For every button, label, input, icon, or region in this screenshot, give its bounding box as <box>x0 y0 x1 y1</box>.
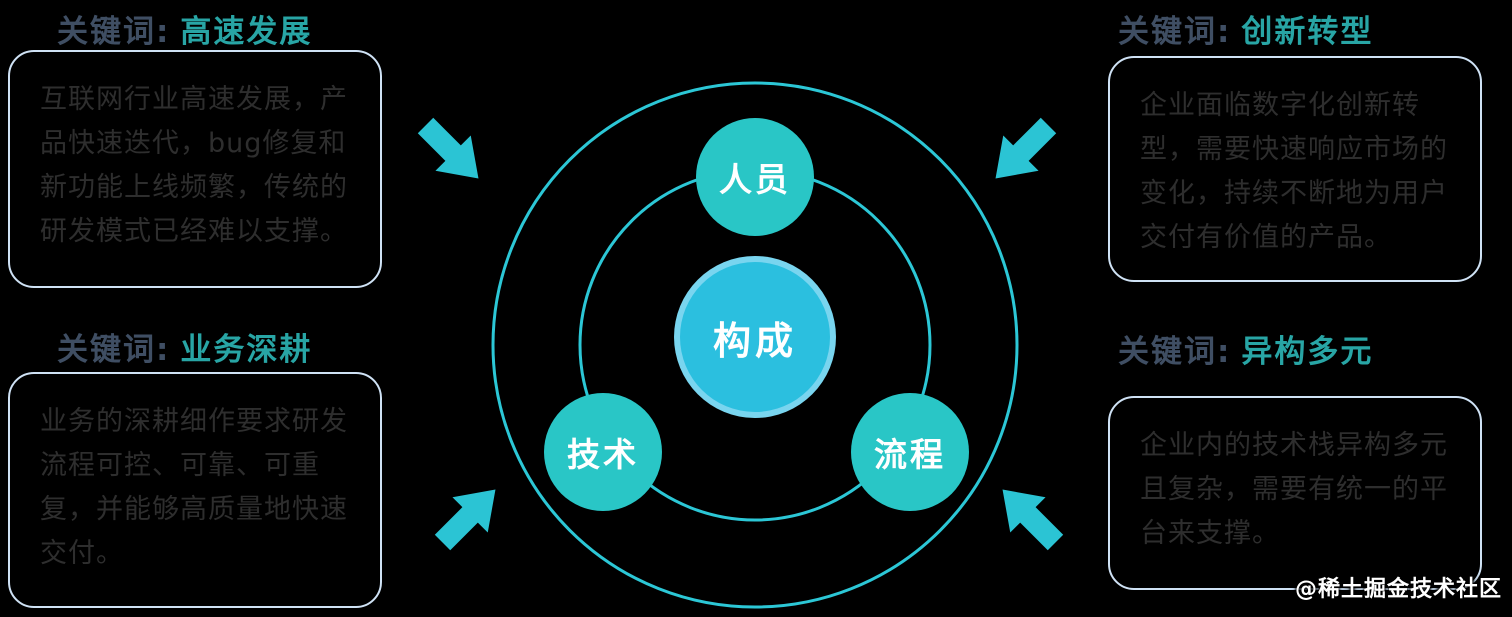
node-center: 构成 <box>674 256 836 418</box>
info-box-top-right: 企业面临数字化创新转型，需要快速响应市场的变化，持续不断地为用户交付有价值的产品… <box>1108 56 1482 282</box>
keyword-prefix: 关键词: <box>1118 14 1232 50</box>
arrow-bottom-left-icon <box>414 461 524 571</box>
node-technology: 技术 <box>544 393 662 511</box>
info-box-bottom-right: 企业内的技术栈异构多元且复杂，需要有统一的平台来支撑。 <box>1108 396 1482 590</box>
box-title-bottom-left: 关键词:业务深耕 <box>57 324 312 369</box>
info-box-body: 业务的深耕细作要求研发流程可控、可靠、可重复，并能够高质量地快速交付。 <box>40 406 348 569</box>
box-title-top-left: 关键词:高速发展 <box>57 6 312 51</box>
arrow-bottom-right-icon <box>974 461 1084 571</box>
keyword-value: 创新转型 <box>1241 14 1374 50</box>
info-box-body: 企业内的技术栈异构多元且复杂，需要有统一的平台来支撑。 <box>1140 430 1448 549</box>
node-process-label: 流程 <box>874 435 946 474</box>
box-title-top-right: 关键词:创新转型 <box>1118 6 1373 51</box>
info-box-top-left: 互联网行业高速发展，产品快速迭代，bug修复和新功能上线频繁，传统的研发模式已经… <box>8 50 382 288</box>
keyword-value: 高速发展 <box>180 14 313 50</box>
keyword-prefix: 关键词: <box>57 332 171 368</box>
keyword-prefix: 关键词: <box>57 14 171 50</box>
arrow-top-left-icon <box>397 97 507 207</box>
info-box-body: 企业面临数字化创新转型，需要快速响应市场的变化，持续不断地为用户交付有价值的产品… <box>1140 90 1448 253</box>
arrow-top-right-icon <box>967 97 1077 207</box>
keyword-value: 业务深耕 <box>180 332 313 368</box>
node-people-label: 人员 <box>719 160 791 199</box>
box-title-bottom-right: 关键词:异构多元 <box>1118 326 1373 371</box>
node-center-label: 构成 <box>712 318 797 363</box>
keyword-value: 异构多元 <box>1241 334 1374 370</box>
info-box-body: 互联网行业高速发展，产品快速迭代，bug修复和新功能上线频繁，传统的研发模式已经… <box>40 84 348 247</box>
watermark: @稀土掘金技术社区 <box>1294 577 1502 602</box>
node-process: 流程 <box>851 393 969 511</box>
node-people: 人员 <box>696 118 814 236</box>
node-technology-label: 技术 <box>567 435 639 474</box>
info-box-bottom-left: 业务的深耕细作要求研发流程可控、可靠、可重复，并能够高质量地快速交付。 <box>8 372 382 608</box>
keyword-prefix: 关键词: <box>1118 334 1232 370</box>
